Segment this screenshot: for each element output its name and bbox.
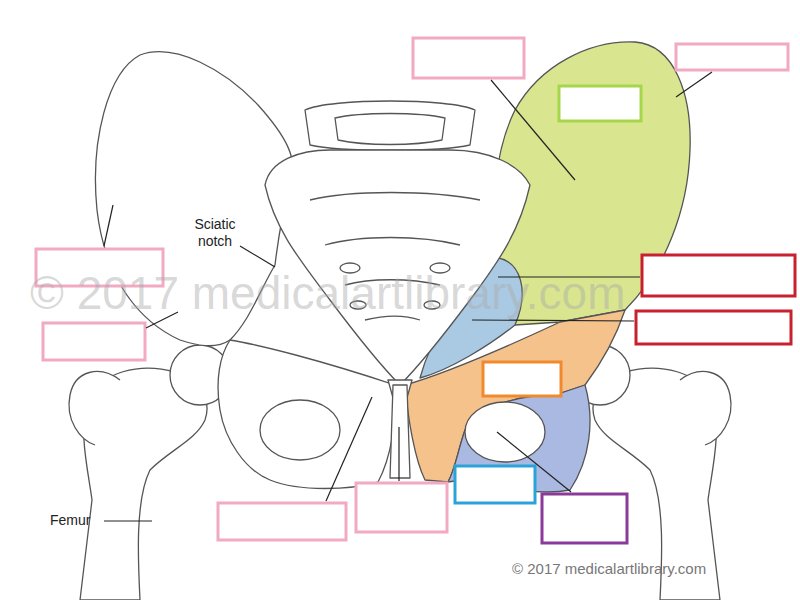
left-greater-trochanter [69,372,120,445]
leader-line [491,80,575,180]
leader-line [326,397,372,501]
leader-line [398,427,399,481]
answer-box [455,466,535,503]
lumbar-vertebra [305,101,475,150]
leader-line [240,246,275,267]
right-greater-trochanter [680,372,731,445]
answer-box [636,311,791,344]
answer-box [43,323,145,360]
leader-line [497,432,571,492]
answer-box [413,38,524,78]
answer-box [356,483,447,532]
answer-box [642,255,795,296]
pubic-symphysis [390,385,410,478]
left-obturator-foramen [260,400,340,460]
leader-line [676,72,712,97]
answer-box [542,494,627,543]
watermark: © 2017 medicalartlibrary.com [30,266,625,321]
right-obturator-foramen [465,402,545,462]
answer-box [676,44,788,70]
copyright-note: © 2017 medicalartlibrary.com [512,560,706,578]
leader-line [104,205,113,246]
leader-line [472,320,634,321]
answer-box [218,503,346,540]
part-label: Sciatic notch [186,216,244,250]
answer-box [483,362,561,396]
part-label: Femur [50,512,90,529]
vertebra-body [335,114,445,145]
answer-box [559,86,641,121]
left-pubis-ischium [218,340,396,489]
leader-line [104,520,152,521]
